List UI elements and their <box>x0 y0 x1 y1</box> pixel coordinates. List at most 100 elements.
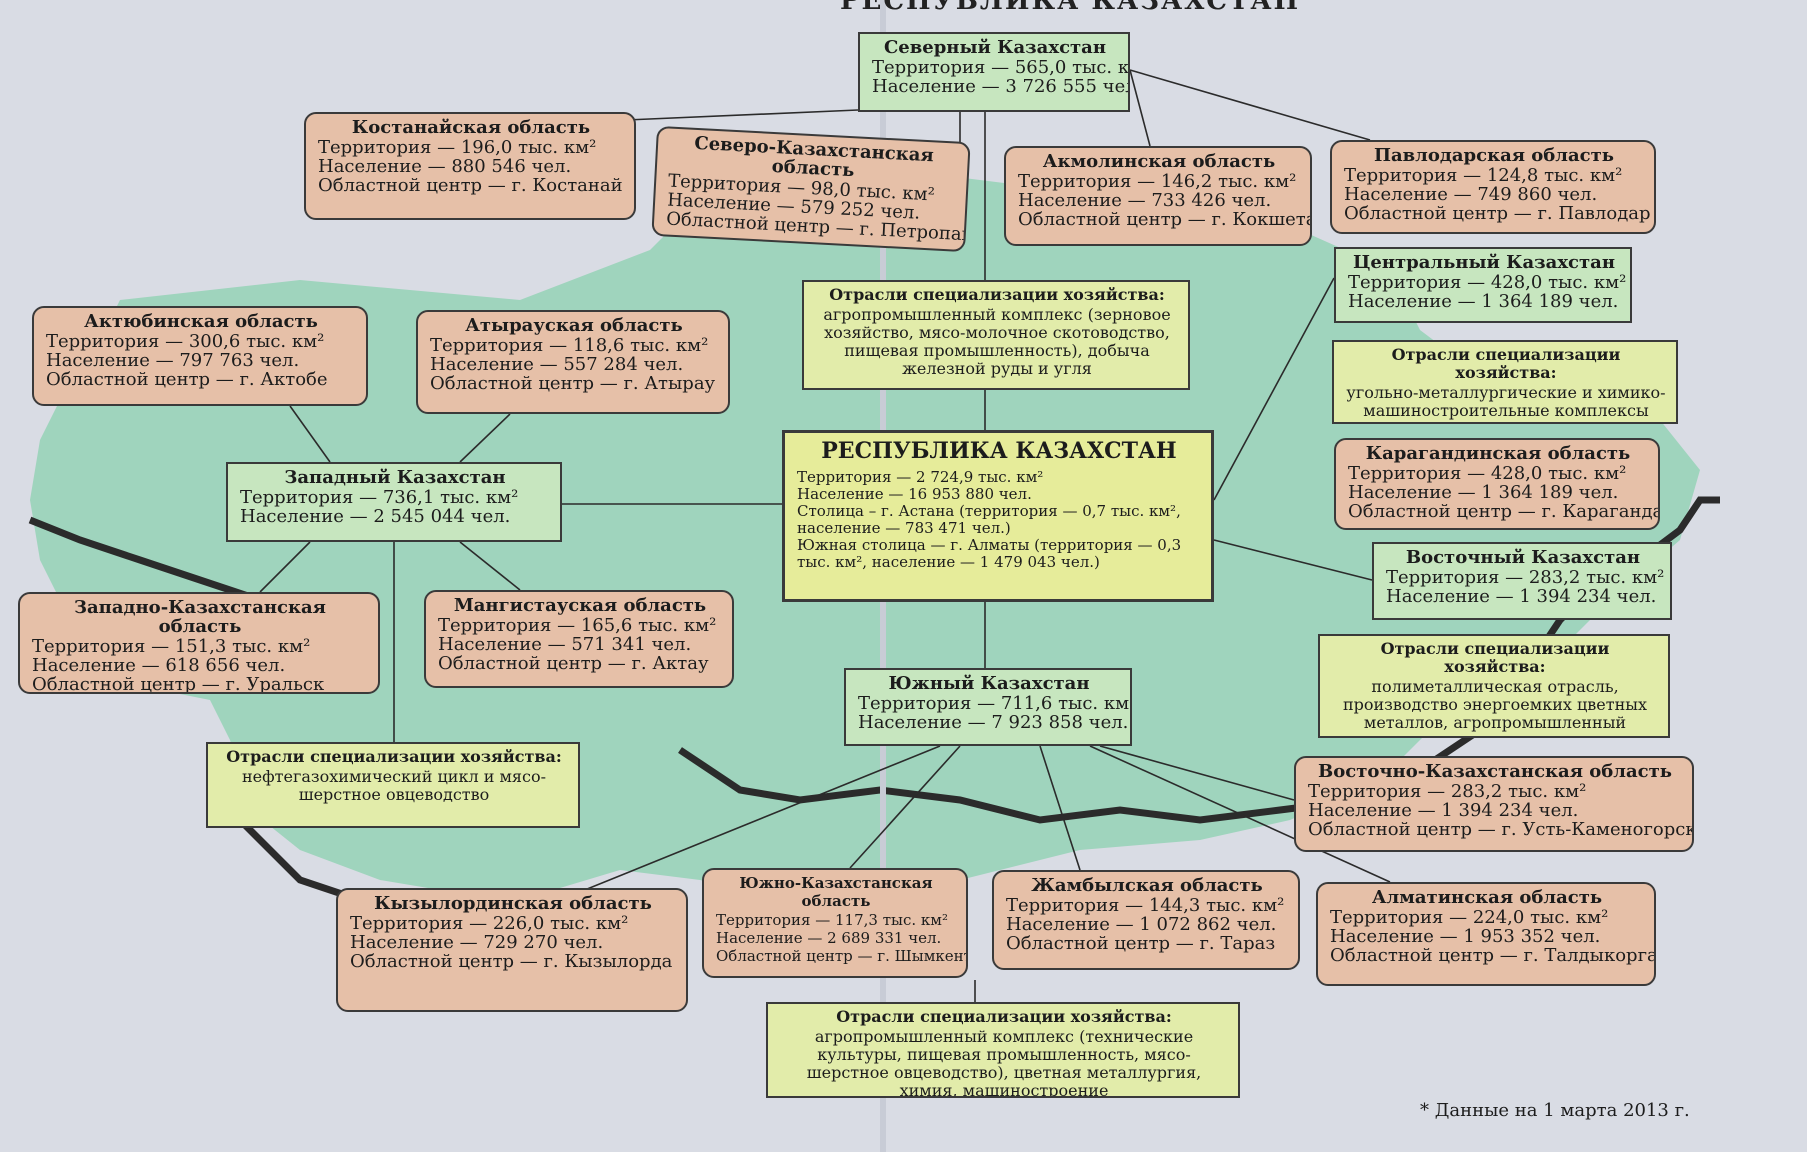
region-territory: Территория — 118,6 тыс. км² <box>430 335 709 356</box>
region-title: Кызылординская область <box>374 893 652 914</box>
republic-capital: Столица – г. Астана (территория — 0,7 ты… <box>797 502 1181 537</box>
zone-territory: Территория — 736,1 тыс. км² <box>240 487 519 508</box>
region-center: Областной центр — г. Кызылорда <box>350 951 673 972</box>
connector-line <box>1089 745 1391 883</box>
zone-population: Население — 2 545 044 чел. <box>240 506 511 527</box>
connector-line <box>1099 745 1295 801</box>
region-population: Население — 729 270 чел. <box>350 932 604 953</box>
region-title: Костанайская область <box>351 117 591 138</box>
region-almaty: Алматинская область Территория — 224,0 т… <box>1316 882 1656 986</box>
zone-west: Западный Казахстан Территория — 736,1 ты… <box>226 462 562 542</box>
region-west-kaz: Западно-Казахстанская область Территория… <box>18 592 380 694</box>
region-population: Население — 797 763 чел. <box>46 350 300 371</box>
region-title: Акмолинская область <box>1042 151 1276 172</box>
region-mangistau: Мангистауская область Территория — 165,6… <box>424 590 734 688</box>
connector-line <box>849 745 961 869</box>
spec-central: Отрасли специализации хозяйства: угольно… <box>1332 340 1678 424</box>
zone-title: Южный Казахстан <box>888 673 1090 694</box>
spec-text: нефтегазохимический цикл и мясо-шерстное… <box>242 767 546 804</box>
spec-title: Отрасли специализации хозяйства: <box>836 1007 1172 1026</box>
zone-territory: Территория — 711,6 тыс. км² <box>858 693 1132 714</box>
region-population: Население — 1 394 234 чел. <box>1308 800 1579 821</box>
region-territory: Территория — 144,3 тыс. км² <box>1006 895 1285 916</box>
spec-south: Отрасли специализации хозяйства: агропро… <box>766 1002 1240 1098</box>
zone-territory: Территория — 283,2 тыс. км² <box>1386 567 1665 588</box>
connector-line <box>1039 745 1081 871</box>
zone-title: Центральный Казахстан <box>1352 252 1616 273</box>
connector-line <box>1213 539 1373 581</box>
republic-title: РЕСПУБЛИКА КАЗАХСТАН <box>821 438 1177 464</box>
region-center: Областной центр — г. Караганда <box>1348 501 1660 522</box>
region-territory: Территория — 117,3 тыс. км² <box>716 911 948 929</box>
region-atyrau: Атырауская область Территория — 118,6 ты… <box>416 310 730 414</box>
zone-population: Население — 7 923 858 чел. <box>858 712 1129 733</box>
region-center: Областной центр — г. Кокшетау <box>1018 209 1312 230</box>
region-territory: Территория — 124,8 тыс. км² <box>1344 165 1623 186</box>
region-title: Мангистауская область <box>453 595 707 616</box>
region-east-kaz: Восточно-Казахстанская область Территори… <box>1294 756 1694 852</box>
region-karaganda: Карагандинская область Территория — 428,… <box>1334 438 1660 530</box>
region-population: Население — 1 953 352 чел. <box>1330 926 1601 947</box>
connector-line <box>459 541 521 591</box>
region-territory: Территория — 428,0 тыс. км² <box>1348 463 1627 484</box>
region-center: Областной центр — г. Павлодар <box>1344 203 1651 224</box>
footnote: * Данные на 1 марта 2013 г. <box>1420 1100 1690 1121</box>
connector-lines <box>259 69 1391 1002</box>
zone-population: Население — 3 726 555 чел. <box>872 76 1130 97</box>
spec-title: Отрасли специализации хозяйства: <box>829 285 1165 304</box>
region-population: Население — 880 546 чел. <box>318 156 572 177</box>
region-population: Население — 2 689 331 чел. <box>716 929 942 947</box>
region-population: Население — 618 656 чел. <box>32 655 286 676</box>
region-territory: Территория — 226,0 тыс. км² <box>350 913 629 934</box>
zone-title: Восточный Казахстан <box>1405 547 1641 568</box>
region-north-kaz: Северо-Казахстанская область Территория … <box>651 125 971 253</box>
connector-line <box>259 541 311 593</box>
region-center: Областной центр — г. Тараз <box>1006 933 1276 954</box>
republic-south-capital: Южная столица — г. Алматы (территория — … <box>797 536 1182 571</box>
region-center: Областной центр — г. Шымкент <box>716 947 968 965</box>
region-center: Областной центр — г. Уральск <box>32 674 325 694</box>
region-center: Областной центр — г. Костанай <box>318 175 623 196</box>
region-title: Карагандинская область <box>1365 443 1631 464</box>
zone-south: Южный Казахстан Территория — 711,6 тыс. … <box>844 668 1132 746</box>
region-population: Население — 557 284 чел. <box>430 354 684 375</box>
connector-line <box>559 745 941 901</box>
region-title: Восточно-Казахстанская область <box>1318 761 1672 782</box>
spec-east: Отрасли специализации хозяйства: полимет… <box>1318 634 1670 738</box>
region-center: Областной центр — г. Атырау <box>430 373 716 394</box>
spec-title: Отрасли специализации хозяйства: <box>226 747 562 766</box>
zone-territory: Территория — 428,0 тыс. км² <box>1348 272 1627 293</box>
region-population: Население — 571 341 чел. <box>438 634 692 655</box>
spec-north: Отрасли специализации хозяйства: агропро… <box>802 280 1190 390</box>
spec-title: Отрасли специализации хозяйства: <box>1380 639 1610 676</box>
region-akmola: Акмолинская область Территория — 146,2 т… <box>1004 146 1312 246</box>
region-population: Население — 749 860 чел. <box>1344 184 1598 205</box>
region-territory: Территория — 146,2 тыс. км² <box>1018 171 1297 192</box>
region-center: Областной центр — г. Усть-Каменогорск <box>1308 819 1694 840</box>
spec-text: агропромышленный комплекс (зерновое хозя… <box>823 305 1171 378</box>
region-territory: Территория — 196,0 тыс. км² <box>318 137 597 158</box>
region-title: Алматинская область <box>1371 887 1603 908</box>
republic-territory: Территория — 2 724,9 тыс. км² <box>797 468 1044 486</box>
region-territory: Территория — 165,6 тыс. км² <box>438 615 717 636</box>
zone-central: Центральный Казахстан Территория — 428,0… <box>1334 247 1632 323</box>
region-center: Областной центр — г. Актобе <box>46 369 328 390</box>
zone-territory: Территория — 565,0 тыс. км² <box>872 57 1130 78</box>
zone-population: Население — 1 364 189 чел. <box>1348 291 1619 312</box>
spec-text: полиметаллическая отрасль, производство … <box>1342 677 1648 737</box>
region-kostanay: Костанайская область Территория — 196,0 … <box>304 112 636 220</box>
region-territory: Территория — 283,2 тыс. км² <box>1308 781 1587 802</box>
spec-title: Отрасли специализации хозяйства: <box>1391 345 1621 382</box>
region-pavlodar: Павлодарская область Территория — 124,8 … <box>1330 140 1656 234</box>
region-center: Областной центр — г. Талдыкорган <box>1330 945 1656 966</box>
region-zhambyl: Жамбылская область Территория — 144,3 ты… <box>992 870 1300 970</box>
zone-north: Северный Казахстан Территория — 565,0 ты… <box>858 32 1130 112</box>
zone-east: Восточный Казахстан Территория — 283,2 т… <box>1372 542 1672 620</box>
region-title: Жамбылская область <box>1031 875 1263 896</box>
republic-box: РЕСПУБЛИКА КАЗАХСТАН Территория — 2 724,… <box>782 430 1214 602</box>
spec-text: агропромышленный комплекс (технические к… <box>806 1027 1202 1098</box>
region-aktobe: Актюбинская область Территория — 300,6 т… <box>32 306 368 406</box>
region-population: Население — 1 364 189 чел. <box>1348 482 1619 503</box>
region-title: Западно-Казахстанская область <box>74 597 326 637</box>
